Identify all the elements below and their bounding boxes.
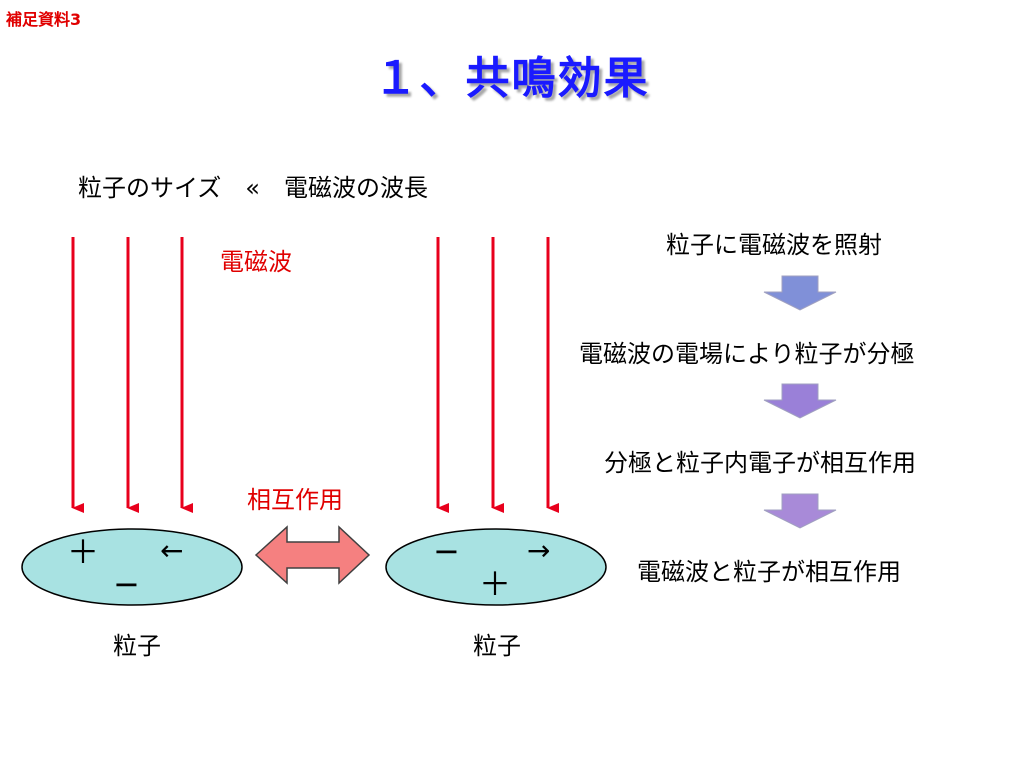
particle-left-direction-arrow: ← xyxy=(160,534,184,567)
interaction-double-arrow xyxy=(254,525,371,585)
interaction-label: 相互作用 xyxy=(247,486,343,514)
particle-right-label: 粒子 xyxy=(473,632,521,660)
step-arrow-2 xyxy=(763,383,837,419)
step-arrow-3 xyxy=(763,493,837,529)
particle-right-minus: − xyxy=(433,532,460,570)
step-arrow-1 xyxy=(763,275,837,311)
particle-left-label: 粒子 xyxy=(113,632,161,660)
size-condition: 粒子のサイズ « 電磁波の波長 xyxy=(78,174,428,202)
step-4-text: 電磁波と粒子が相互作用 xyxy=(637,558,901,586)
particle-left-minus: − xyxy=(113,565,140,603)
supplement-label: 補足資料3 xyxy=(6,10,82,29)
particle-left-plus: ＋ xyxy=(67,533,100,571)
step-2-text: 電磁波の電場により粒子が分極 xyxy=(579,340,915,368)
slide-title: １、共鳴効果 xyxy=(373,53,650,104)
em-wave-label: 電磁波 xyxy=(220,248,292,276)
step-3-text: 分極と粒子内電子が相互作用 xyxy=(604,449,916,477)
particle-right-direction-arrow: → xyxy=(527,534,551,567)
particle-right-plus: ＋ xyxy=(479,565,512,603)
step-1-text: 粒子に電磁波を照射 xyxy=(666,231,882,259)
particle-right-ellipse xyxy=(385,528,607,606)
particle-left-ellipse xyxy=(21,528,243,606)
